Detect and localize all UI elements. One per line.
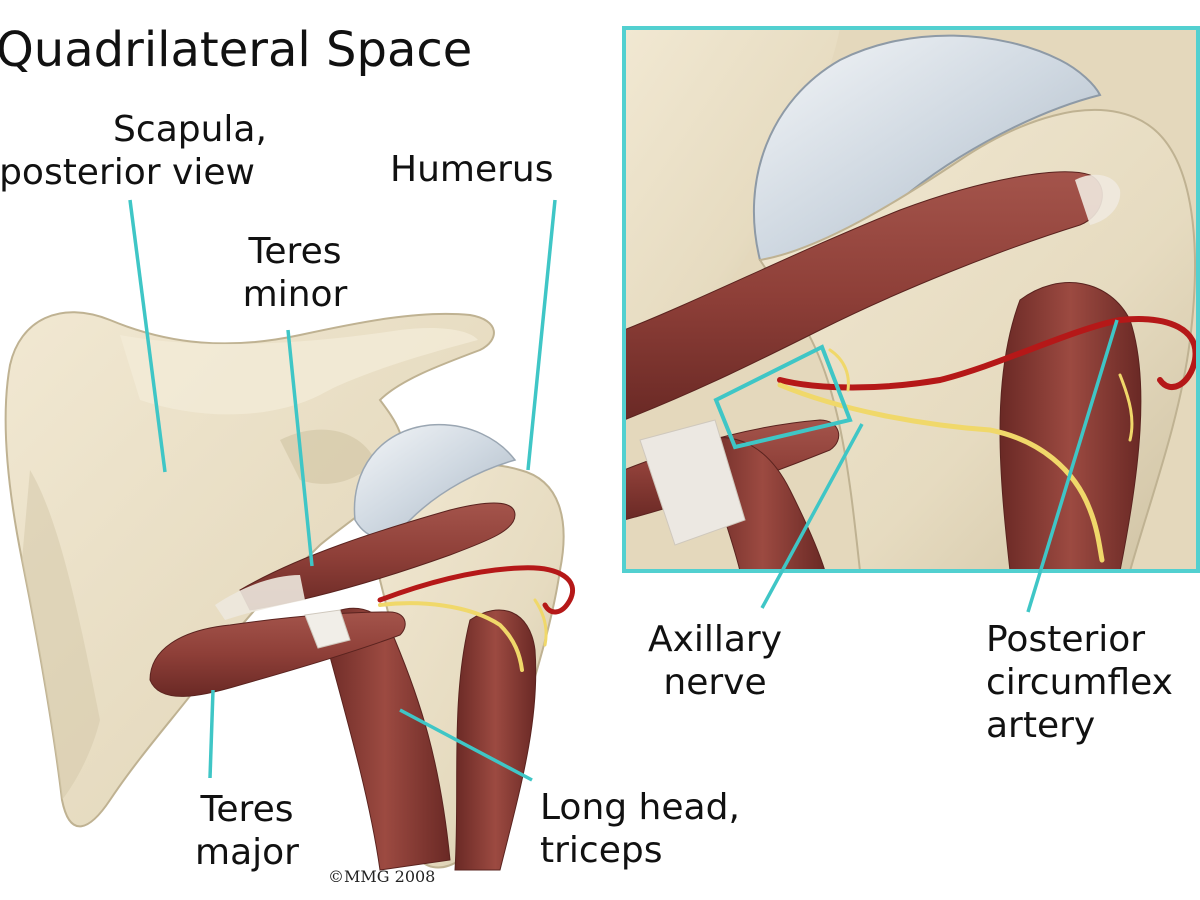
label-teres-minor: Teres minor [230,230,360,316]
teres-major-tendon [304,609,351,649]
label-teres-major-line1: Teres [200,789,294,830]
axillary-nerve-left [378,601,524,672]
label-axillary-nerve-line1: Axillary [647,619,783,660]
teres-minor-muscle [239,502,516,611]
label-scapula-line2: posterior view [0,152,255,193]
axillary-nerve-branch-left [533,598,548,647]
inset-triceps-lateral [999,282,1142,571]
leader-humerus [526,199,557,471]
inset-teres-minor-tendon [1075,174,1121,225]
leader-teres-minor [286,329,314,567]
axillary-nerve-branch-inset-2 [828,348,850,392]
label-scapula: Scapula, posterior view [0,108,290,194]
label-posterior-circumflex-line2: circumflex [986,662,1173,703]
leader-scapula [128,199,167,473]
inset-illustration [624,28,1200,571]
label-long-head: Long head, triceps [540,786,740,872]
triceps-lateral [454,609,537,871]
leader-long-head [399,708,533,782]
diagram-title: Quadrilateral Space [0,22,473,78]
label-posterior-circumflex-line1: Posterior [986,619,1146,660]
label-teres-major-line2: major [195,832,299,873]
label-teres-minor-line1: Teres [248,231,342,272]
quadrilateral-space-outline [713,344,853,450]
posterior-circumflex-artery-inset [777,316,1199,391]
inset-tendon-band [639,419,746,546]
teres-minor-tendon [215,575,305,620]
axillary-nerve-branch-inset [1118,373,1134,442]
scapula-spine [120,328,478,415]
leader-axillary-nerve [760,423,864,609]
leader-lines [128,199,1119,782]
label-axillary-nerve: Axillary nerve [630,618,800,704]
label-long-head-line1: Long head, [540,787,740,828]
copyright-notice: ©MMG 2008 [328,867,436,886]
leader-teres-major [208,689,215,779]
left-illustration [4,311,575,871]
label-scapula-line1: Scapula, [113,109,267,150]
axillary-nerve-inset [777,382,1105,563]
label-posterior-circumflex-line3: artery [986,705,1096,746]
inset-frame [622,26,1200,573]
scapula-lateral-shadow [22,470,100,800]
posterior-circumflex-artery-left [377,565,575,615]
label-long-head-line2: triceps [540,830,663,871]
leader-posterior-circumflex [1026,319,1119,613]
label-teres-minor-line2: minor [242,274,348,315]
label-posterior-circumflex: Posterior circumflex artery [982,618,1182,747]
label-humerus: Humerus [390,149,554,190]
label-teres-major: Teres major [182,788,312,874]
label-axillary-nerve-line2: nerve [663,662,767,703]
